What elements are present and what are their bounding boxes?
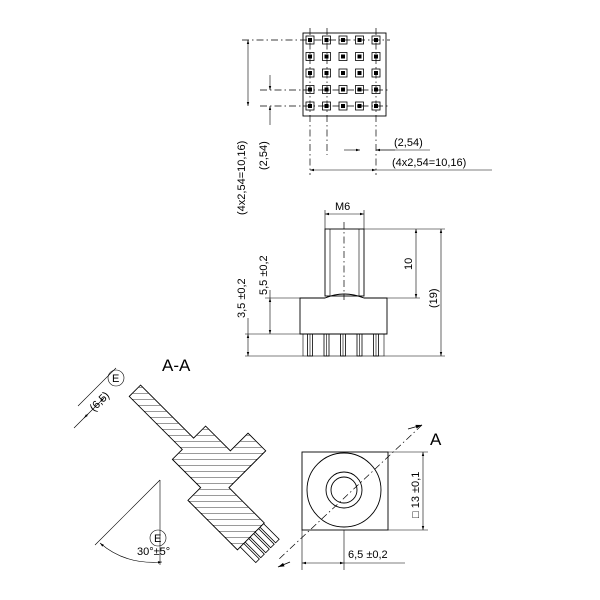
side-view: M6 10 (19) 5,5 ±0,2 3,5 ±0,2 [236,201,445,357]
marker-e-bottom [149,529,167,547]
square-body [301,451,389,531]
side-pins [307,333,379,357]
shaft-inner-circle [330,476,358,504]
pin-pad [322,68,331,78]
side-pin [323,333,330,357]
total-height-label: (19) [428,288,440,308]
side-pin [356,333,363,357]
pin-pad [338,68,348,78]
pitch-total-y-label: (4x2,54=10,16) [236,141,248,215]
section-marker-label: A [430,430,442,449]
section-pin [244,537,265,559]
body-width-label: 6,5 ±0,2 [348,549,388,561]
shaft [324,228,365,297]
marker-e-top-label: E [112,373,119,385]
section-pin [254,528,275,549]
section-pin [239,542,260,564]
side-pin [307,333,313,357]
pin-grid-top-view: (4x2,54=10,16) (2,54) (2,54) (4x2,54=10,… [236,28,492,215]
pin-pad [322,52,331,61]
pin-pad [338,85,348,94]
side-pin [340,333,346,357]
section-pin [249,533,270,554]
section-pin [259,523,280,544]
pitch-ref-label: (2,54) [394,137,423,149]
section-pins [239,523,280,564]
section-dim-label: (6,5) [88,390,112,414]
bottom-view: A □ 13 ±0,1 6,5 ±0,2 [277,424,442,570]
pin-pad [338,52,348,61]
pin-pad [355,52,364,61]
pin-pad [322,85,331,94]
side-pin [373,333,379,357]
marker-e-bottom-label: E [154,533,161,545]
pin-grid-outline [302,32,387,117]
angle-arc [99,542,163,564]
base-height-label: 3,5 ±0,2 [236,278,248,318]
shaft-circle [325,471,363,509]
housing-body [299,293,388,335]
shaft-height-label: 10 [403,258,415,270]
pin-pad [355,85,364,94]
body-height-label: 5,5 ±0,2 [258,255,270,295]
outer-circle [306,452,382,528]
section-hatched-body [128,384,267,551]
pin-pad [355,68,364,78]
pitch-ref-v-label: (2,54) [258,141,270,170]
square-size-label: □ 13 ±0,1 [410,472,422,518]
pitch-total-x-label: (4x2,54=10,16) [392,157,466,169]
marker-e-top [107,369,125,387]
pin-grid-pads [305,35,381,111]
section-line [277,424,423,561]
base-plate [302,333,385,357]
section-title: A-A [162,356,191,375]
thread-label: M6 [335,201,350,213]
angle-label: 30°±5° [137,546,170,558]
section-view-a-a: A-A (6,5) E E 30°±5° [73,356,280,565]
